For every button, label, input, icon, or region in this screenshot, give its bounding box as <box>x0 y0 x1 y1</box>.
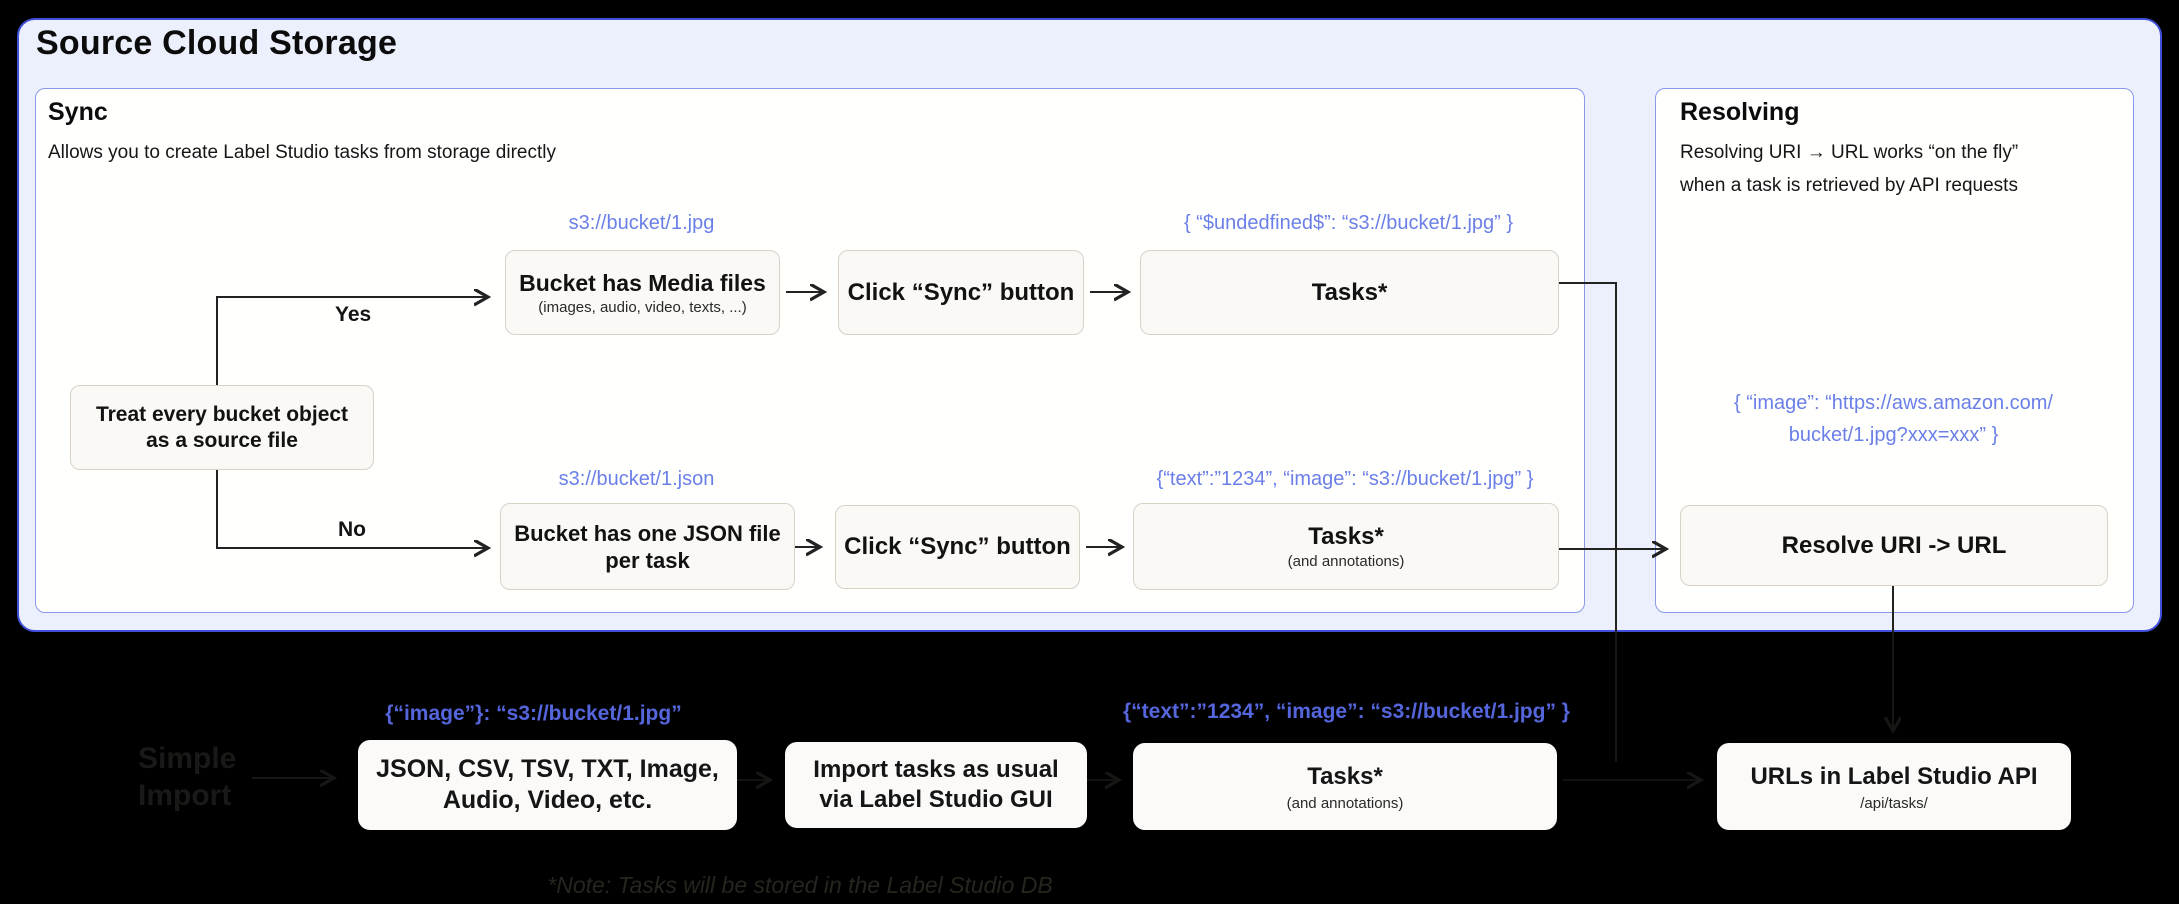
click-sync-button-bottom-label: Click “Sync” button <box>844 533 1071 560</box>
bucket-media-subtitle: (images, audio, video, texts, ...) <box>538 299 747 316</box>
note-text: *Note: Tasks will be stored in the Label… <box>547 872 1053 898</box>
tasks-box-bottom-subtitle: (and annotations) <box>1287 553 1405 570</box>
click-sync-button-bottom: Click “Sync” button <box>835 505 1080 589</box>
bucket-media-title: Bucket has Media files <box>519 270 766 296</box>
tasks-json-label-top: { “$undedfined$”: “s3://bucket/1.jpg” } <box>1183 212 1514 234</box>
resolving-desc-line2: when a task is retrieved by API requests <box>1680 175 2018 196</box>
resolved-json-label-line1: { “image”: “https://aws.amazon.com/ <box>1733 392 2053 414</box>
sync-subtitle: Allows you to create Label Studio tasks … <box>48 142 556 163</box>
tasks-box-import: Tasks* (and annotations) <box>1133 743 1557 830</box>
tasks-box-top-title: Tasks* <box>1311 278 1388 306</box>
bucket-json-box: Bucket has one JSON file per task <box>500 503 795 590</box>
click-sync-button-top: Click “Sync” button <box>838 250 1084 335</box>
api-box: URLs in Label Studio API /api/tasks/ <box>1717 743 2071 830</box>
simple-import-line1: Simple <box>138 742 237 775</box>
click-sync-button-top-label: Click “Sync” button <box>847 278 1075 306</box>
formats-box-label: JSON, CSV, TSV, TXT, Image, Audio, Video… <box>376 755 719 814</box>
bucket-json-box-title: Bucket has one JSON file per task <box>514 520 781 573</box>
tasks-json-label-import: {“text”:”1234”, “image”: “s3://bucket/1.… <box>1123 700 1570 723</box>
decision-box-label: Treat every bucket object as a source fi… <box>95 402 349 452</box>
gui-import-box: Import tasks as usual via Label Studio G… <box>785 742 1087 828</box>
api-box-path: /api/tasks/ <box>1860 794 1928 812</box>
tasks-box-import-subtitle: (and annotations) <box>1286 794 1404 812</box>
simple-import-line2: Import <box>138 779 232 812</box>
resolving-title: Resolving <box>1680 98 1800 126</box>
resolving-desc-line1: Resolving URI → URL works “on the fly” <box>1680 142 2019 163</box>
bucket-media-box: Bucket has Media files (images, audio, v… <box>505 250 780 335</box>
uri-label-json: s3://bucket/1.json <box>558 468 715 490</box>
import-json-label: {“image”}: “s3://bucket/1.jpg” <box>385 702 682 725</box>
no-label: No <box>338 518 366 541</box>
resolve-uri-box-label: Resolve URI -> URL <box>1781 531 2007 559</box>
page-title: Source Cloud Storage <box>36 24 398 62</box>
tasks-box-top: Tasks* <box>1140 250 1559 335</box>
resolve-uri-box: Resolve URI -> URL <box>1680 505 2108 586</box>
uri-label-jpg: s3://bucket/1.jpg <box>568 212 715 234</box>
sync-title: Sync <box>48 98 108 126</box>
api-box-title: URLs in Label Studio API <box>1750 762 2038 790</box>
resolved-json-label-line2: bucket/1.jpg?xxx=xxx” } <box>1788 424 1999 446</box>
tasks-box-bottom-title: Tasks* <box>1308 523 1384 550</box>
decision-box: Treat every bucket object as a source fi… <box>70 385 374 470</box>
simple-import-label: Simple Import <box>138 740 236 814</box>
formats-box: JSON, CSV, TSV, TXT, Image, Audio, Video… <box>358 740 737 830</box>
gui-import-box-label: Import tasks as usual via Label Studio G… <box>813 756 1059 813</box>
tasks-json-label-bottom: {“text”:”1234”, “image”: “s3://bucket/1.… <box>1156 468 1534 490</box>
tasks-box-import-title: Tasks* <box>1307 762 1383 790</box>
yes-label: Yes <box>335 303 372 326</box>
tasks-box-bottom: Tasks* (and annotations) <box>1133 503 1559 590</box>
